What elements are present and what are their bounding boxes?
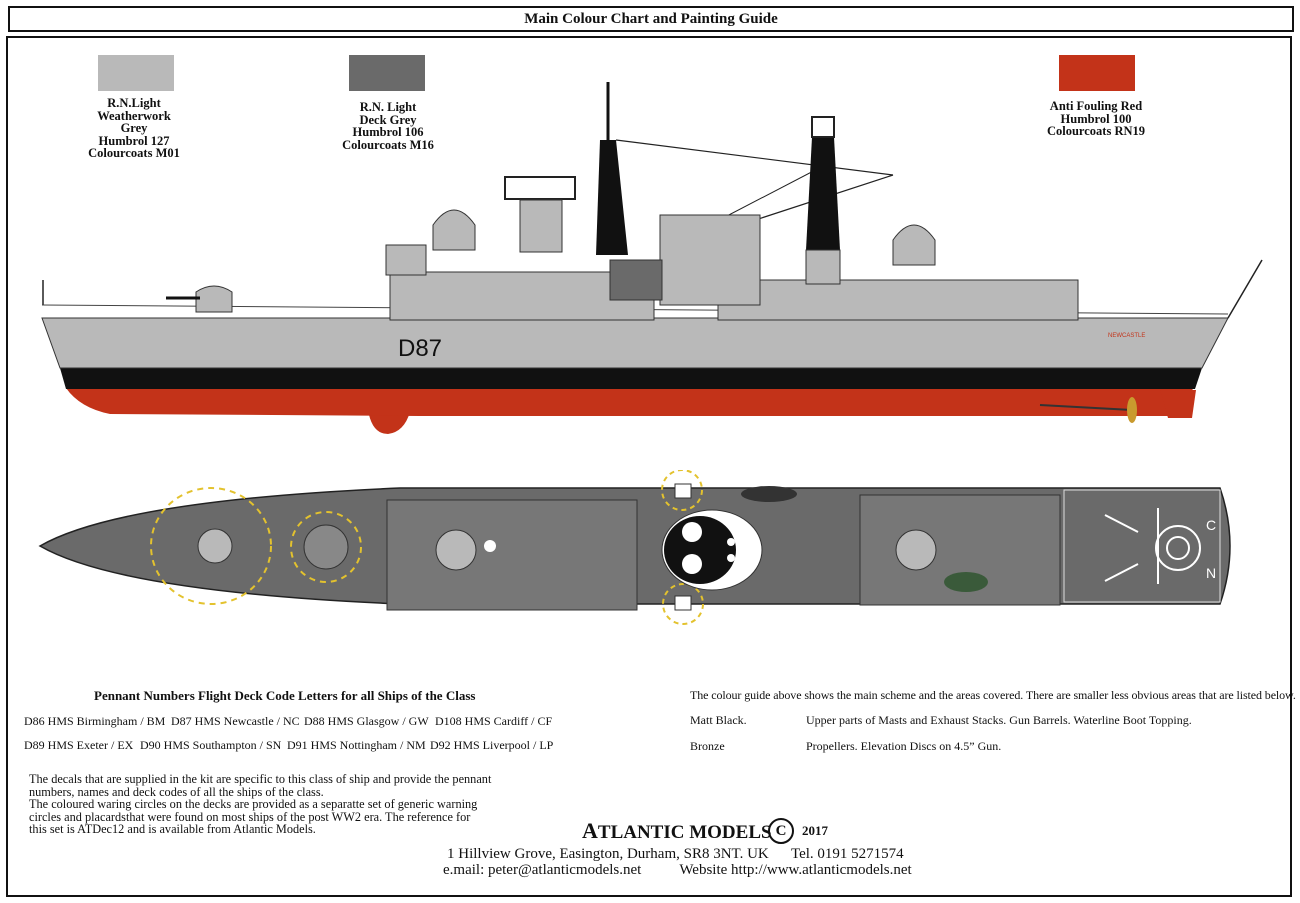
company-name: ATLANTIC MODELS bbox=[582, 818, 772, 844]
email-link[interactable]: e.mail: peter@atlanticmodels.net bbox=[443, 862, 642, 878]
swatch-label-line: Colourcoats M16 bbox=[342, 137, 434, 152]
hull-pennant-number: D87 bbox=[398, 335, 442, 362]
company-initial: A bbox=[582, 818, 598, 843]
swatch-deck-grey bbox=[349, 55, 425, 91]
pennant-entry: D88 HMS Glasgow / GW bbox=[304, 714, 429, 728]
swatch-label-line: Colourcoats RN19 bbox=[1046, 124, 1146, 138]
pennant-entry: D89 HMS Exeter / EX bbox=[24, 738, 134, 752]
main-frame bbox=[6, 36, 1292, 897]
copyright-icon: C bbox=[768, 818, 794, 844]
swatch-label-line: Grey bbox=[120, 121, 148, 135]
deck-code-letter: N bbox=[1206, 565, 1216, 581]
swatch-label-weatherwork: R.N.Light Weatherwork Grey Humbrol 127 C… bbox=[58, 97, 210, 160]
swatch-label-line: Weatherwork bbox=[97, 108, 171, 123]
colour-guide-intro: The colour guide above shows the main sc… bbox=[690, 688, 1296, 702]
ship-plan-drawing: C N bbox=[38, 470, 1231, 625]
swatch-label-line: Humbrol 100 bbox=[1060, 111, 1132, 126]
pennant-section-title: Pennant Numbers Flight Deck Code Letters… bbox=[94, 688, 476, 703]
website-link[interactable]: Website http://www.atlanticmodels.net bbox=[679, 862, 912, 878]
pennant-entry: D92 HMS Liverpool / LP bbox=[430, 738, 554, 752]
swatch-label-line: Anti Fouling Red bbox=[1049, 99, 1143, 113]
copyright-year: 2017 bbox=[802, 823, 828, 838]
decal-info-line: circles and placardsthat were found on m… bbox=[29, 809, 471, 824]
pennant-row: D89 HMS Exeter / EX D90 HMS Southampton /… bbox=[24, 738, 553, 753]
swatch-label-deck-grey: R.N. Light Deck Grey Humbrol 106 Colourc… bbox=[312, 101, 464, 151]
note-text: Upper parts of Masts and Exhaust Stacks.… bbox=[806, 713, 1192, 727]
address-line: 1 Hillview Grove, Easington, Durham, SR8… bbox=[447, 846, 904, 862]
note-label: Matt Black. bbox=[690, 713, 747, 727]
decal-info-line: The decals that are supplied in the kit … bbox=[29, 772, 492, 786]
pennant-entry: D87 HMS Newcastle / NC bbox=[171, 714, 300, 728]
swatch-label-anti-fouling: Anti Fouling Red Humbrol 100 Colourcoats… bbox=[1016, 100, 1176, 138]
swatch-weatherwork-grey bbox=[98, 55, 174, 91]
note-label: Bronze bbox=[690, 739, 725, 753]
pennant-entry: D91 HMS Nottingham / NM bbox=[287, 738, 426, 752]
contact-line: e.mail: peter@atlanticmodels.net Website … bbox=[443, 862, 912, 879]
ship-profile-drawing: D87 NEWCASTLE bbox=[41, 82, 1263, 434]
company-rest: TLANTIC MODELS bbox=[597, 822, 772, 843]
swatch-label-line: R.N. Light bbox=[359, 100, 417, 114]
decal-info-line: this set is ATDec12 and is available fro… bbox=[29, 822, 316, 836]
pennant-entry: D86 HMS Birmingham / BM bbox=[24, 714, 166, 728]
page-title: Main Colour Chart and Painting Guide bbox=[8, 6, 1294, 32]
swatch-label-line: Humbrol 127 bbox=[98, 133, 170, 148]
swatch-label-line: R.N.Light bbox=[107, 96, 161, 110]
deck-code-letter: C bbox=[1206, 517, 1216, 533]
note-text: Propellers. Elevation Discs on 4.5” Gun. bbox=[806, 739, 1002, 753]
decal-info-line: numbers, names and deck codes of all the… bbox=[29, 784, 324, 799]
hull-name-marking: NEWCASTLE bbox=[1108, 333, 1145, 339]
decal-info-text: The decals that are supplied in the kit … bbox=[29, 773, 529, 836]
swatch-anti-fouling-red bbox=[1059, 55, 1135, 91]
swatch-label-line: Deck Grey bbox=[359, 112, 417, 127]
pennant-entry: D90 HMS Southampton / SN bbox=[140, 738, 282, 752]
decal-info-line: The coloured waring circles on the decks… bbox=[29, 797, 478, 811]
swatch-label-line: Colourcoats M01 bbox=[88, 146, 180, 160]
pennant-entry: D108 HMS Cardiff / CF bbox=[435, 714, 553, 728]
pennant-row: D86 HMS Birmingham / BM D87 HMS Newcastle… bbox=[24, 714, 552, 729]
swatch-label-line: Humbrol 106 bbox=[352, 125, 424, 139]
copyright-block: C 2017 bbox=[768, 818, 828, 844]
